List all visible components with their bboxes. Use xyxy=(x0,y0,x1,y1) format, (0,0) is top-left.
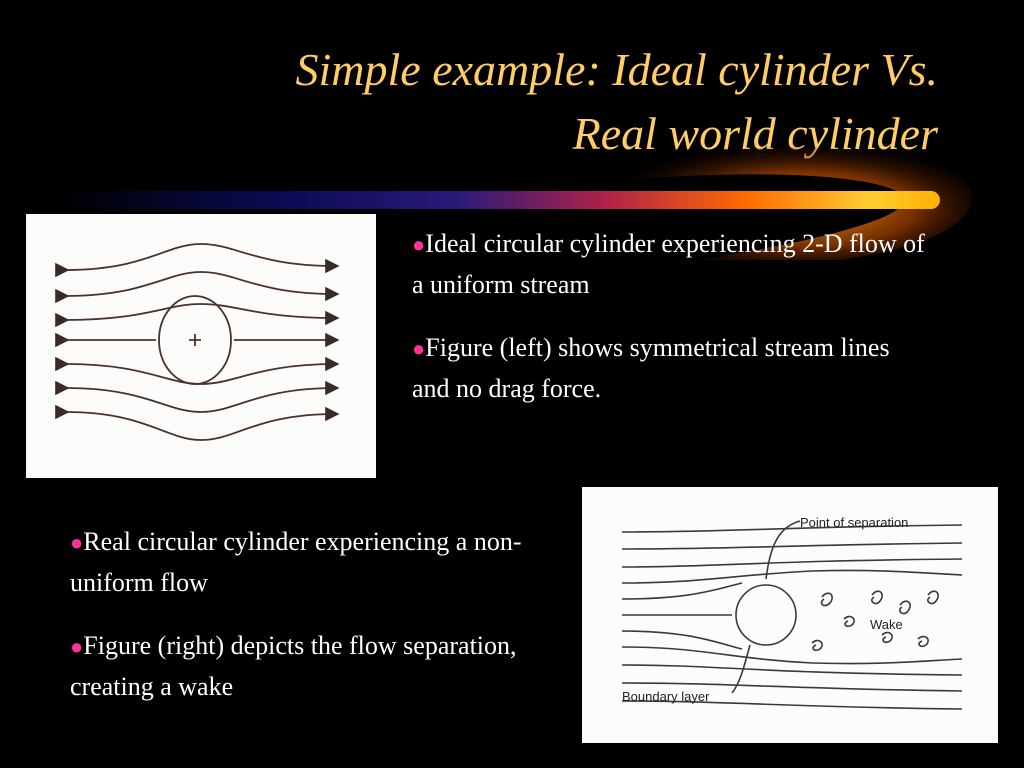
streamline xyxy=(621,682,963,692)
streamline xyxy=(55,404,340,441)
swoosh-arc xyxy=(630,146,973,260)
decorative-swoosh xyxy=(60,146,973,260)
streamline xyxy=(55,356,340,385)
bullet-dot-icon: ● xyxy=(70,634,84,659)
slide-title: Simple example: Ideal cylinder Vs. Real … xyxy=(296,38,939,166)
streamline xyxy=(621,646,963,665)
bullet-item: ●Real circular cylinder experiencing a n… xyxy=(70,527,522,597)
streamline xyxy=(621,630,743,650)
boundary-pointer xyxy=(731,644,751,694)
ideal-flow-figure xyxy=(26,214,376,478)
title-line-1: Simple example: Ideal cylinder Vs. xyxy=(295,44,939,95)
streamline xyxy=(55,271,340,304)
streamline xyxy=(55,243,340,278)
label-wake: Wake xyxy=(870,617,903,632)
cylinder-circle xyxy=(158,295,232,385)
separation-pointer xyxy=(765,520,801,580)
streamline xyxy=(55,380,340,413)
bullet-dot-icon: ● xyxy=(70,530,84,555)
bullet-item: ●Figure (left) shows symmetrical stream … xyxy=(412,333,890,403)
real-flow-figure: Point of separation Wake Boundary layer xyxy=(582,487,998,743)
bullet-item: ●Figure (right) depicts the flow separat… xyxy=(70,631,517,701)
bullet-item: ●Ideal circular cylinder experiencing 2-… xyxy=(412,229,925,299)
streamline xyxy=(621,664,963,676)
label-point-of-separation: Point of separation xyxy=(800,515,908,530)
streamline xyxy=(621,524,963,533)
ideal-bullets: ●Ideal circular cylinder experiencing 2-… xyxy=(412,224,932,432)
streamline xyxy=(621,558,963,568)
streamline xyxy=(621,542,963,550)
streamline xyxy=(621,582,743,600)
swoosh-bar xyxy=(60,191,940,209)
streamline xyxy=(621,700,963,710)
streamline xyxy=(55,303,340,328)
label-boundary-layer: Boundary layer xyxy=(622,689,710,704)
bullet-dot-icon: ● xyxy=(412,232,426,257)
bullet-dot-icon: ● xyxy=(412,336,426,361)
real-bullets: ●Real circular cylinder experiencing a n… xyxy=(70,522,580,730)
cylinder-circle xyxy=(735,584,797,646)
center-mark xyxy=(189,334,201,346)
streamline xyxy=(621,569,963,584)
wake-eddies xyxy=(811,590,939,652)
